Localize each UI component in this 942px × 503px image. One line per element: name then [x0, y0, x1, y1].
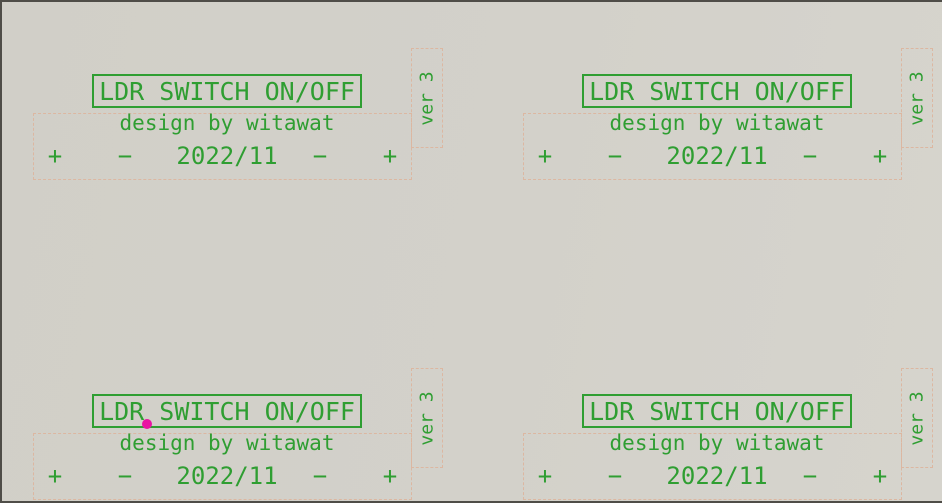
silkscreen-subtitle[interactable]: design by witawat	[119, 111, 335, 135]
version-tab-box[interactable]: ver 3	[411, 368, 443, 468]
silkscreen-title[interactable]: LDR SWITCH ON/OFF	[99, 76, 355, 106]
version-tab-box[interactable]: ver 3	[901, 368, 933, 468]
minus-mark-right[interactable]: −	[802, 142, 818, 170]
silkscreen-title-box[interactable]: LDR SWITCH ON/OFF	[582, 394, 852, 428]
minus-mark-right[interactable]: −	[312, 142, 328, 170]
window-edge-bottom	[0, 501, 942, 503]
minus-mark-left[interactable]: −	[117, 142, 133, 170]
version-label[interactable]: ver 3	[416, 390, 438, 446]
silkscreen-title[interactable]: LDR SWITCH ON/OFF	[589, 76, 845, 106]
window-edge-top	[0, 0, 942, 2]
plus-mark-right[interactable]: +	[872, 462, 888, 490]
panel-top-right: ver 3 LDR SWITCH ON/OFF design by witawa…	[490, 0, 942, 200]
version-label[interactable]: ver 3	[906, 390, 928, 446]
version-tab-box[interactable]: ver 3	[411, 48, 443, 148]
version-label[interactable]: ver 3	[906, 70, 928, 126]
silkscreen-date[interactable]: 2022/11	[666, 142, 768, 170]
silkscreen-date[interactable]: 2022/11	[666, 462, 768, 490]
silkscreen-title[interactable]: LDR SWITCH ON/OFF	[99, 396, 355, 426]
minus-mark-left[interactable]: −	[607, 462, 623, 490]
silkscreen-date[interactable]: 2022/11	[176, 142, 278, 170]
minus-mark-left[interactable]: −	[607, 142, 623, 170]
magenta-via-dot[interactable]	[142, 419, 152, 429]
silkscreen-title[interactable]: LDR SWITCH ON/OFF	[589, 396, 845, 426]
plus-mark-left[interactable]: +	[47, 462, 63, 490]
plus-mark-right[interactable]: +	[872, 142, 888, 170]
silkscreen-subtitle[interactable]: design by witawat	[119, 431, 335, 455]
minus-mark-right[interactable]: −	[312, 462, 328, 490]
version-tab-box[interactable]: ver 3	[901, 48, 933, 148]
panel-top-left: ver 3 LDR SWITCH ON/OFF design by witawa…	[0, 0, 470, 200]
silkscreen-title-box[interactable]: LDR SWITCH ON/OFF	[92, 74, 362, 108]
plus-mark-left[interactable]: +	[537, 462, 553, 490]
silkscreen-subtitle[interactable]: design by witawat	[609, 431, 825, 455]
version-label[interactable]: ver 3	[416, 70, 438, 126]
plus-mark-left[interactable]: +	[537, 142, 553, 170]
plus-mark-left[interactable]: +	[47, 142, 63, 170]
silkscreen-subtitle[interactable]: design by witawat	[609, 111, 825, 135]
plus-mark-right[interactable]: +	[382, 142, 398, 170]
plus-mark-right[interactable]: +	[382, 462, 398, 490]
minus-mark-right[interactable]: −	[802, 462, 818, 490]
silkscreen-date[interactable]: 2022/11	[176, 462, 278, 490]
window-edge-left	[0, 0, 2, 503]
panel-bottom-right: ver 3 LDR SWITCH ON/OFF design by witawa…	[490, 320, 942, 503]
silkscreen-title-box[interactable]: LDR SWITCH ON/OFF	[92, 394, 362, 428]
panel-bottom-left: ver 3 LDR SWITCH ON/OFF design by witawa…	[0, 320, 470, 503]
minus-mark-left[interactable]: −	[117, 462, 133, 490]
silkscreen-title-box[interactable]: LDR SWITCH ON/OFF	[582, 74, 852, 108]
